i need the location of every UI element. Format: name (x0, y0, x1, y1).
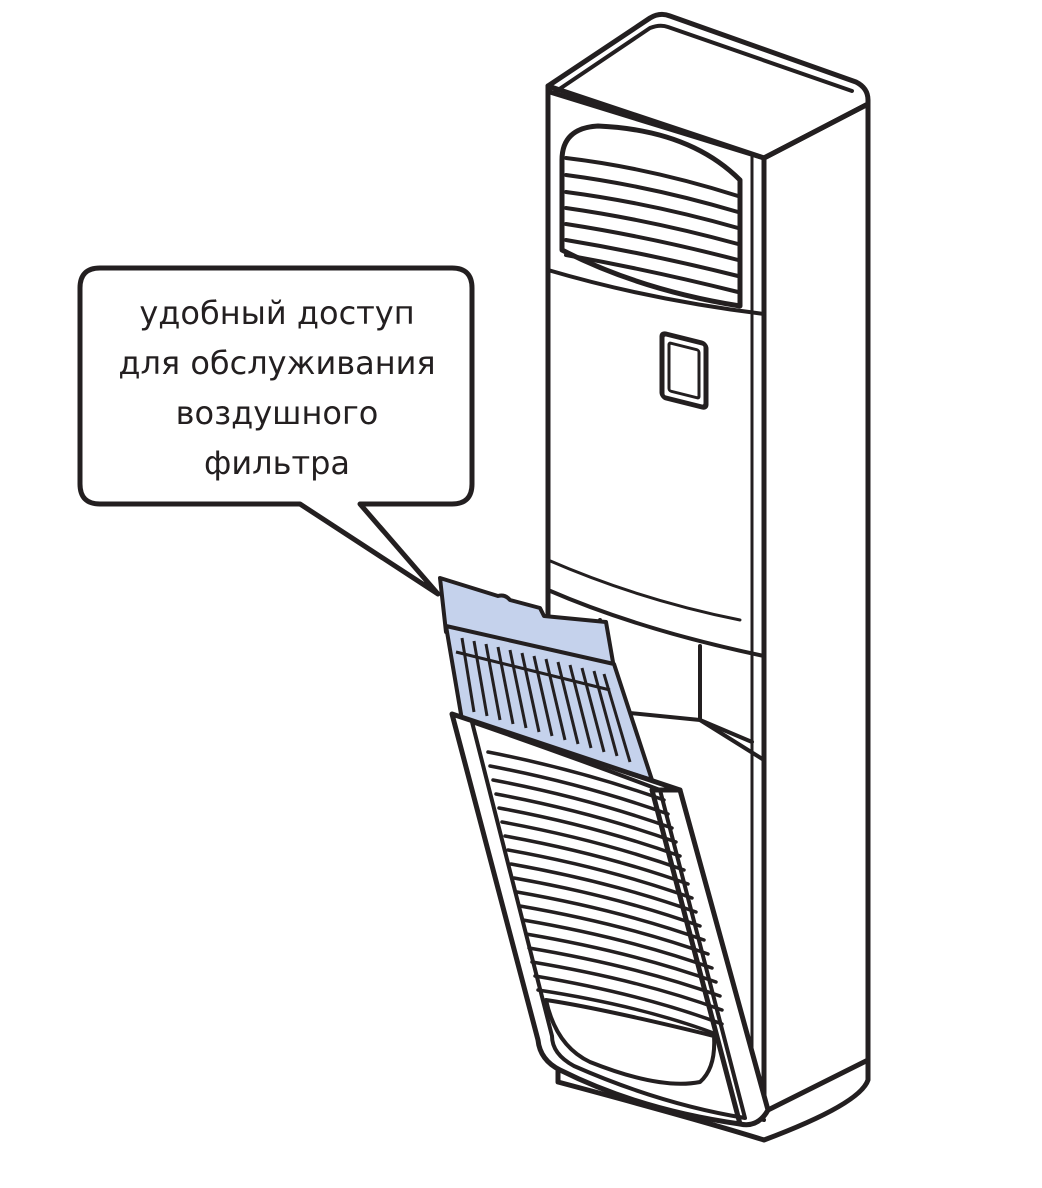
lower-door-side-edge (649, 787, 743, 1127)
lower-door-bottom-recess (544, 998, 717, 1086)
filter-mesh-lines (455, 637, 632, 763)
upper-grille-slats (564, 156, 740, 294)
air-filter (438, 576, 654, 782)
cabinet-side-face (761, 101, 871, 1115)
callout-line-2: для обслуживания (118, 344, 436, 382)
callout-bubble (77, 265, 475, 597)
cabinet-top-face (545, 11, 871, 161)
lower-door-inner (470, 720, 747, 1120)
filter-top-sheet (438, 576, 616, 670)
display-window-outer (659, 331, 709, 410)
callout-line-3: воздушного (175, 394, 379, 432)
middle-panel-edge (546, 558, 742, 622)
display-window-inner (667, 341, 701, 400)
cabinet-top-edge (553, 23, 854, 94)
lower-door-outer (449, 711, 771, 1128)
callout-text: удобный доступ для обслуживания воздушно… (84, 288, 470, 488)
middle-panel-seam (546, 588, 766, 658)
cabinet-base (555, 1057, 871, 1143)
callout-line-1: удобный доступ (139, 294, 415, 332)
callout-line-4: фильтра (203, 444, 351, 482)
upper-panel-seam (546, 268, 766, 316)
lower-grille-slats (486, 750, 724, 1036)
upper-grille-frame (559, 123, 743, 309)
